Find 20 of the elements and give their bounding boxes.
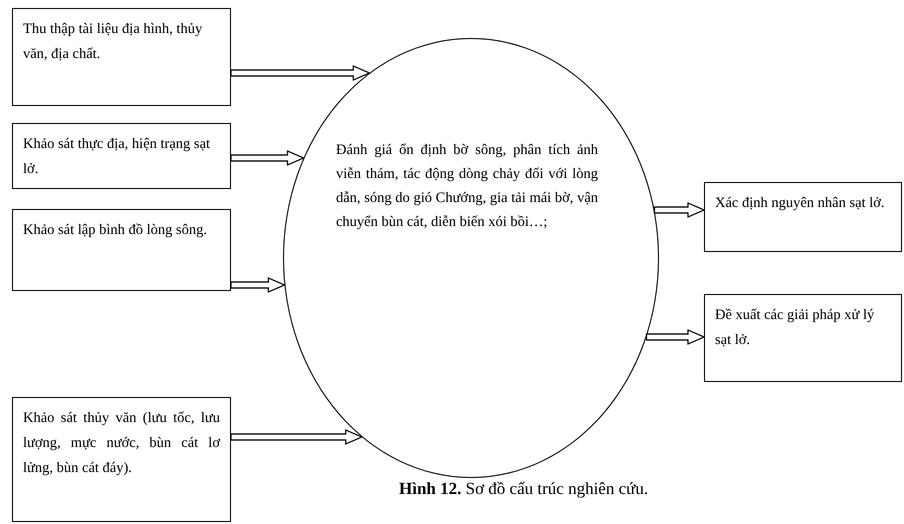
- process-box: [12, 8, 231, 106]
- block-arrow: [230, 429, 364, 445]
- process-box: [12, 209, 231, 291]
- node-text: Đề xuất các giải pháp xử lý sạt lở.: [715, 306, 876, 350]
- process-box: [12, 397, 231, 522]
- node-text: Đánh giá ổn định bờ sông, phân tích ảnh viễn thám, tác động dòng chảy đối với lòng dẫn, sóng do gió Chướng, gia tải mái bờ, vận chuyển bùn cát, diễn biến xói bồi…;: [336, 141, 598, 232]
- node-text: Khảo sát thủy văn (lưu tốc, lưu lượng, mực nước, bùn cát lơ lửng, bùn cát đáy).: [23, 409, 220, 478]
- block-arrow: [654, 202, 706, 218]
- node-text: Xác định nguyên nhân sạt lở.: [715, 194, 886, 213]
- block-arrow: [230, 277, 286, 293]
- process-box: [704, 182, 902, 252]
- process-box: [12, 123, 231, 189]
- node-text: Khảo sát thực địa, hiện trạng sạt lở.: [23, 135, 212, 179]
- node-text: Thu thập tài liệu địa hình, thủy văn, địa chất.: [23, 20, 204, 64]
- block-arrow: [230, 65, 371, 81]
- node-text: Khảo sát lập bình đồ lòng sông.: [23, 221, 208, 240]
- process-box: [704, 294, 902, 382]
- block-arrow: [230, 150, 305, 166]
- block-arrow: [646, 329, 706, 345]
- figure-caption: Hình 12. Sơ đồ cấu trúc nghiên cứu.: [399, 479, 648, 499]
